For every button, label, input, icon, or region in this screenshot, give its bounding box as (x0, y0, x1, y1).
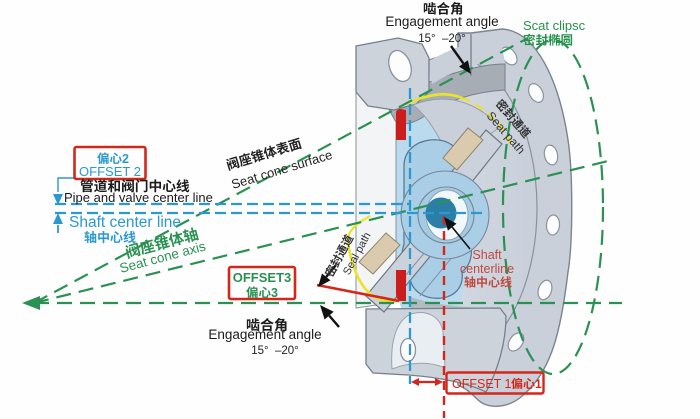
svg-text:OFFSET 2: OFFSET 2 (79, 164, 141, 179)
svg-text:Engagement angle: Engagement angle (385, 14, 498, 29)
svg-text:Shaft: Shaft (472, 248, 502, 262)
svg-text:Shaft center line: Shaft center line (69, 214, 181, 231)
svg-text:OFFSET 1: OFFSET 1 (452, 377, 512, 391)
svg-text:centerline: centerline (460, 262, 514, 276)
svg-text:OFFSET3: OFFSET3 (233, 270, 292, 285)
svg-text:Scat clipsc: Scat clipsc (523, 18, 586, 33)
svg-text:15° –20°: 15° –20° (251, 345, 299, 357)
svg-text:15° –20°: 15° –20° (418, 33, 466, 45)
svg-text:1: 1 (535, 377, 542, 391)
svg-text:Engagement angle: Engagement angle (208, 327, 321, 342)
svg-text:Pipe and valve center line: Pipe and valve center line (64, 190, 213, 205)
svg-text:3: 3 (271, 286, 278, 300)
svg-text:2: 2 (122, 152, 129, 166)
